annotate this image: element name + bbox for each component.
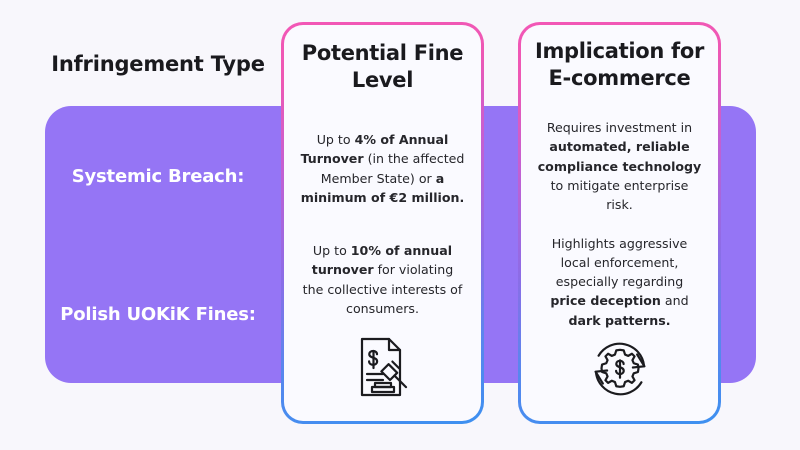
card-implication-ecommerce: Implication for E-commerce Requires inve… (518, 22, 721, 424)
cell-implication-systemic-breach: Requires investment in automated, reliab… (537, 120, 702, 212)
fine-level-cells: Up to 4% of Annual Turnover (in the affe… (284, 109, 481, 325)
legal-document-gavel-icon (284, 325, 481, 421)
infringement-row-labels: Systemic Breach: Polish UOKiK Fines: (45, 106, 271, 424)
implication-cells: Requires investment in automated, reliab… (521, 104, 718, 329)
cell-fine-polish-uokik: Up to 10% of annual turnover for violati… (302, 243, 463, 316)
row-label-polish-uokik-fines: Polish UOKiK Fines: (60, 304, 256, 326)
card-implication-ecommerce-inner: Implication for E-commerce Requires inve… (521, 25, 718, 421)
column-header-infringement-type: Infringement Type (51, 51, 265, 76)
column-header-potential-fine-level: Potential Fine Level (301, 41, 464, 92)
automation-gear-dollar-cycle-icon (521, 330, 718, 421)
row-label-systemic-breach: Systemic Breach: (71, 166, 245, 188)
cell-fine-systemic-breach: Up to 4% of Annual Turnover (in the affe… (300, 132, 465, 205)
card-potential-fine-level: Potential Fine Level Up to 4% of Annual … (281, 22, 484, 424)
column-infringement-type: Infringement Type Systemic Breach: Polis… (45, 22, 271, 424)
column-header-implication-ecommerce: Implication for E-commerce (534, 38, 705, 90)
card-potential-fine-level-inner: Potential Fine Level Up to 4% of Annual … (284, 25, 481, 421)
cell-implication-polish-uokik: Highlights aggressive local enforcement,… (550, 236, 689, 328)
